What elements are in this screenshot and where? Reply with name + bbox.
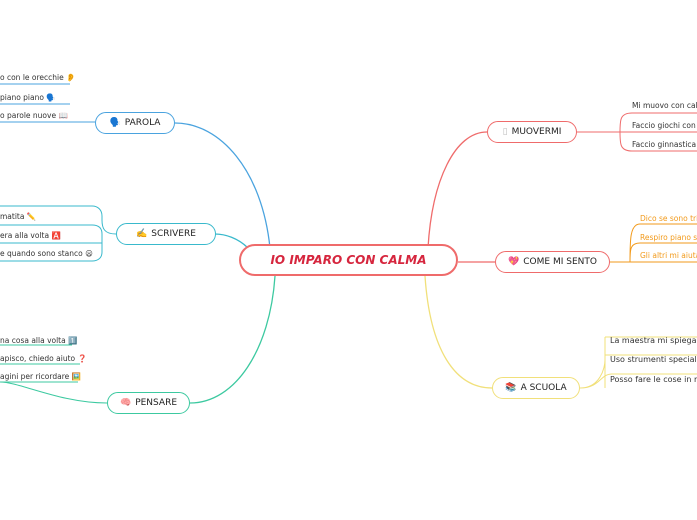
leaf-parola-1[interactable]: o con le orecchie 👂 [0, 73, 76, 82]
connector-scrivere [214, 233, 249, 249]
leaf-pensare-3[interactable]: agini per ricordare 🖼️ [0, 372, 81, 381]
branch-label: SCRIVERE [151, 229, 196, 239]
leaf-pensare-2[interactable]: apisco, chiedo aiuto ❓ [0, 354, 87, 363]
heart-icon: 💖 [508, 257, 520, 267]
writing-hand-icon: ✍️ [136, 229, 148, 239]
branch-scrivere[interactable]: ✍️ SCRIVERE [116, 223, 216, 245]
leaf-come-mi-sento-2[interactable]: Respiro piano se [640, 233, 697, 242]
bracket-a-scuola [579, 336, 697, 389]
leaf-muovermi-3[interactable]: Faccio ginnastica p [632, 140, 697, 149]
leaf-parola-3[interactable]: o parole nuove 📖 [0, 111, 68, 120]
branch-label: COME MI SENTO [523, 257, 597, 267]
leaf-muovermi-1[interactable]: Mi muovo con calm [632, 101, 697, 110]
branch-a-scuola[interactable]: 📚 A SCUOLA [492, 377, 580, 399]
leaf-scrivere-2[interactable]: era alla volta 🅰️ [0, 231, 61, 240]
branch-label: PAROLA [124, 118, 161, 128]
placeholder-glyph-icon: ▯ [502, 127, 508, 137]
leaf-parola-2[interactable]: piano piano 🗣️ [0, 93, 56, 102]
branch-label: A SCUOLA [520, 383, 567, 393]
underline-scrivere-1 [0, 224, 103, 235]
leaf-scrivere-3[interactable]: e quando sono stanco 😦 [0, 249, 93, 258]
branch-come-mi-sento[interactable]: 💖 COME MI SENTO [495, 251, 610, 273]
speaking-head-icon: 🗣️ [109, 118, 121, 128]
leaf-a-scuola-1[interactable]: La maestra mi spiega b [610, 336, 697, 345]
brain-icon: 🧠 [119, 398, 132, 408]
link-pensare [0, 381, 108, 404]
books-icon: 📚 [505, 383, 517, 393]
leaf-come-mi-sento-3[interactable]: Gli altri mi aiutan [640, 251, 697, 260]
leaf-scrivere-1[interactable]: matita ✏️ [0, 212, 37, 221]
connector-pensare [189, 275, 276, 404]
branch-label: MUOVERMI [511, 127, 562, 137]
connector-a-scuola [424, 275, 493, 389]
connector-muovermi [427, 131, 488, 249]
branch-label: PENSARE [135, 398, 178, 408]
connector-parola [174, 122, 271, 249]
central-title: IO IMPARO CON CALMA [270, 253, 427, 267]
leaf-pensare-1[interactable]: na cosa alla volta 1️⃣ [0, 336, 78, 345]
bracket-come-mi-sento [610, 223, 697, 263]
branch-pensare[interactable]: 🧠 PENSARE [107, 392, 190, 414]
leaf-a-scuola-2[interactable]: Uso strumenti speciali [610, 355, 697, 364]
central-topic[interactable]: IO IMPARO CON CALMA [239, 244, 458, 276]
bracket-scrivere [91, 205, 117, 262]
leaf-a-scuola-3[interactable]: Posso fare le cose in m [610, 375, 697, 384]
leaf-muovermi-2[interactable]: Faccio giochi con le [632, 121, 697, 130]
branch-parola[interactable]: 🗣️ PAROLA [95, 112, 175, 134]
leaf-come-mi-sento-1[interactable]: Dico se sono trist [640, 214, 697, 223]
branch-muovermi[interactable]: ▯ MUOVERMI [487, 121, 577, 143]
bracket-muovermi [577, 112, 697, 152]
